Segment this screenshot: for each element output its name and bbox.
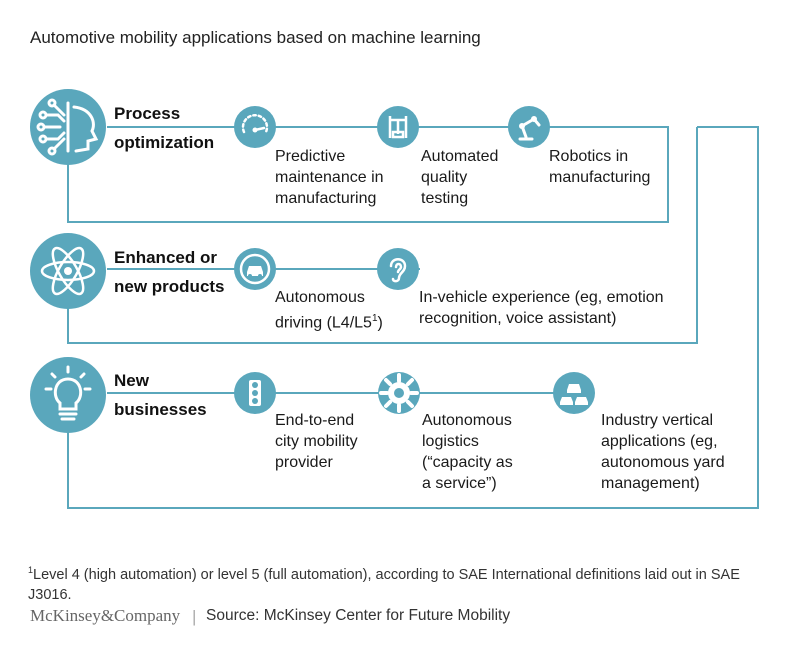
ear-icon bbox=[377, 248, 419, 290]
lightbulb-icon bbox=[30, 357, 106, 433]
item-in-vehicle-experience: In-vehicle experience (eg, emotion recog… bbox=[419, 289, 664, 327]
item-automated-testing: Automated quality testing bbox=[421, 148, 499, 207]
gear-icon bbox=[378, 372, 420, 414]
circuit-head-icon bbox=[30, 89, 106, 165]
item-autonomous-logistics: Autonomous logistics (“capacity as a ser… bbox=[422, 412, 513, 492]
category-label-process: Process optimization bbox=[114, 104, 215, 152]
footnote: 1Level 4 (high automation) or level 5 (f… bbox=[28, 565, 740, 603]
cars-icon bbox=[553, 372, 595, 414]
gantry-icon bbox=[377, 106, 419, 148]
atom-icon bbox=[30, 233, 106, 309]
traffic-light-icon bbox=[234, 372, 276, 414]
robot-arm-icon bbox=[508, 106, 550, 148]
brand-logo: McKinsey&Company bbox=[30, 606, 181, 625]
row3-connector bbox=[67, 126, 759, 509]
row1-connector bbox=[67, 126, 669, 223]
category-label-businesses: New businesses bbox=[114, 371, 207, 419]
car-icon bbox=[234, 248, 276, 290]
source-note: Source: McKinsey Center for Future Mobil… bbox=[206, 607, 511, 624]
item-predictive-maintenance: Predictive maintenance in manufacturing bbox=[275, 148, 384, 207]
separator: | bbox=[192, 607, 197, 626]
row2-connector bbox=[67, 127, 698, 344]
item-autonomous-driving: Autonomous driving (L4/L51) bbox=[275, 289, 383, 332]
category-label-products: Enhanced or new products bbox=[114, 248, 225, 296]
item-robotics: Robotics in manufacturing bbox=[549, 148, 651, 186]
page-title: Automotive mobility applications based o… bbox=[30, 28, 481, 47]
gauge-icon bbox=[234, 106, 276, 148]
item-industry-vertical: Industry vertical applications (eg, auto… bbox=[601, 412, 725, 492]
item-city-mobility: End-to-end city mobility provider bbox=[275, 412, 358, 471]
